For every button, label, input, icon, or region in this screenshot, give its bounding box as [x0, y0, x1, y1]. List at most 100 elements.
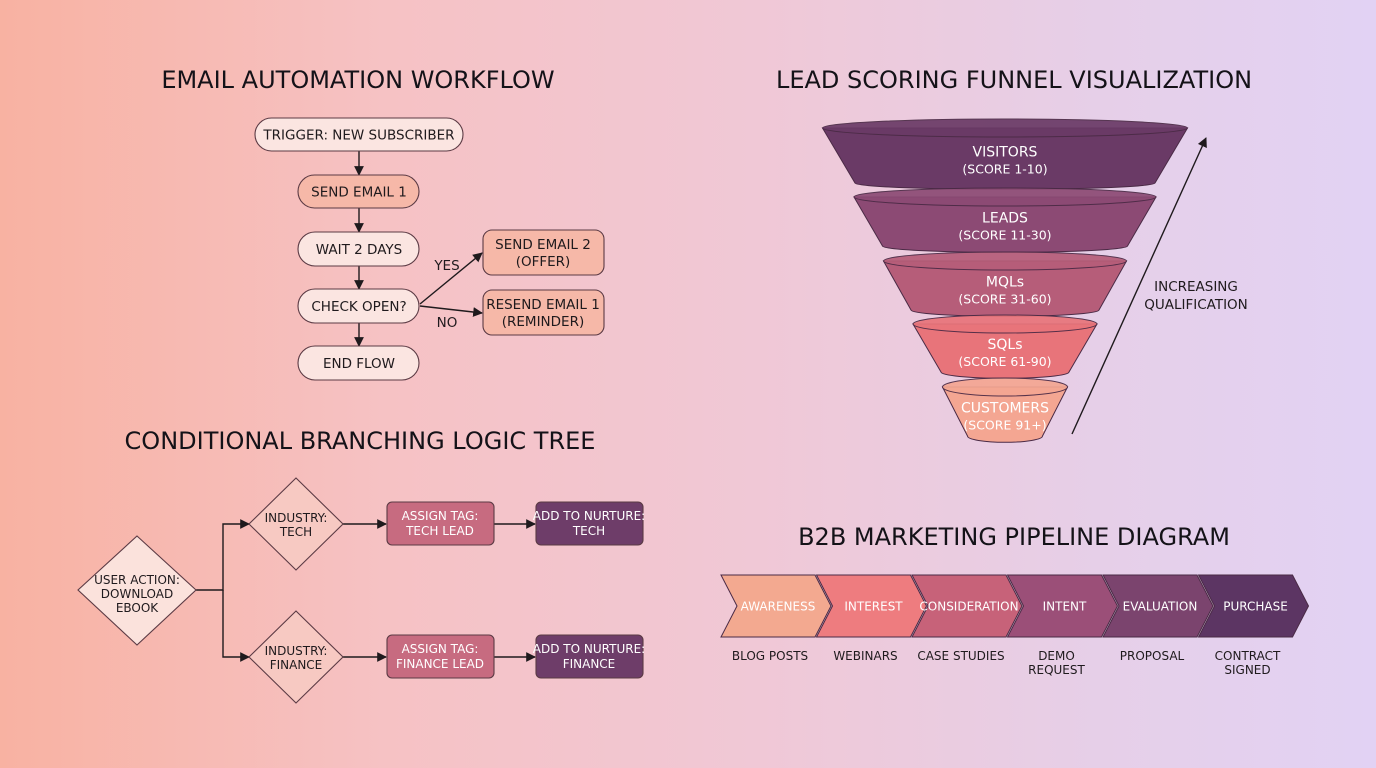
- pipeline-stage-activity: BLOG POSTS: [732, 649, 808, 663]
- root-line3: EBOOK: [116, 601, 159, 615]
- node-send-email-2-line2: (OFFER): [516, 254, 571, 270]
- pipeline-stage-label: INTEREST: [844, 600, 903, 614]
- funnel-stage-label: VISITORS: [973, 145, 1038, 161]
- edge-root-tech: [196, 519, 250, 591]
- funnel-stage-score: (SCORE 11-30): [958, 228, 1051, 243]
- condition-tech-line2: TECH: [279, 525, 312, 539]
- node-send-email-2: SEND EMAIL 2 (OFFER): [482, 229, 605, 276]
- node-resend-email-1-line2: (REMINDER): [502, 314, 584, 330]
- pipeline-stage-activity: DEMO: [1038, 649, 1075, 663]
- funnel-stage-score: (SCORE 1-10): [962, 162, 1047, 177]
- edge-root-finance: [222, 590, 250, 662]
- node-resend-email-1: RESEND EMAIL 1 (REMINDER): [482, 289, 605, 336]
- nurture-tech-line2: TECH: [572, 524, 605, 538]
- pipeline-stage-activity: REQUEST: [1028, 663, 1085, 677]
- node-trigger-label: TRIGGER: NEW SUBSCRIBER: [262, 128, 454, 144]
- root-line2: DOWNLOAD: [101, 587, 173, 601]
- node-send-email-2-line1: SEND EMAIL 2: [495, 237, 591, 253]
- pipeline-section: B2B MARKETING PIPELINE DIAGRAM AWARENESS…: [720, 523, 1310, 677]
- funnel-stage-label: MQLs: [986, 275, 1024, 291]
- funnel-stage-label: CUSTOMERS: [961, 401, 1049, 417]
- nurture-box-tech: ADD TO NURTURE: TECH: [533, 501, 645, 546]
- pipeline-stage-label: PURCHASE: [1223, 600, 1288, 614]
- qualification-arrow: [1071, 137, 1207, 435]
- tag-box-tech: ASSIGN TAG: TECH LEAD: [386, 501, 495, 546]
- edge-check-yes: [419, 252, 483, 305]
- node-check-open: CHECK OPEN?: [297, 288, 420, 324]
- tag-tech-line2: TECH LEAD: [405, 524, 474, 538]
- pipeline-stage-label: AWARENESS: [741, 600, 816, 614]
- condition-tech-line1: INDUSTRY:: [265, 511, 328, 525]
- tag-box-finance: ASSIGN TAG: FINANCE LEAD: [386, 634, 495, 679]
- pipeline-chevron: [815, 574, 928, 638]
- pipeline-stage-label: INTENT: [1043, 600, 1087, 614]
- pipeline-chevron: [1102, 574, 1214, 638]
- tag-finance-line2: FINANCE LEAD: [396, 657, 484, 671]
- funnel-stage-score: (SCORE 91+): [963, 418, 1046, 433]
- pipeline-stage-activity: SIGNED: [1224, 663, 1270, 677]
- pipeline-stage-activity: CONTRACT: [1215, 649, 1281, 663]
- funnel-stage-score: (SCORE 31-60): [958, 292, 1051, 307]
- node-send-email-1: SEND EMAIL 1: [297, 174, 420, 209]
- funnel-stage: LEADS(SCORE 11-30): [853, 187, 1157, 253]
- funnel-stage-rim: [942, 377, 1068, 397]
- funnel-layers: VISITORS(SCORE 1-10)LEADS(SCORE 11-30)MQ…: [821, 118, 1189, 443]
- email-workflow-section: EMAIL AUTOMATION WORKFLOW YES NO TRIGGER…: [161, 66, 605, 381]
- node-check-open-label: CHECK OPEN?: [311, 299, 406, 315]
- node-wait: WAIT 2 DAYS: [297, 231, 420, 267]
- pipeline-chevron: [1197, 574, 1310, 638]
- pipeline-stage: EVALUATION PROPOSAL: [1102, 574, 1214, 663]
- pipeline-stage-label: EVALUATION: [1123, 600, 1198, 614]
- pipeline-stage: AWARENESS BLOG POSTS: [720, 574, 832, 663]
- node-wait-label: WAIT 2 DAYS: [316, 242, 402, 258]
- root-decision-diamond: USER ACTION: DOWNLOAD EBOOK: [77, 535, 197, 646]
- nurture-tech-line1: ADD TO NURTURE:: [533, 509, 645, 523]
- branching-tree-section: CONDITIONAL BRANCHING LOGIC TREE USER AC…: [77, 427, 645, 704]
- pipeline-stage-activity: CASE STUDIES: [917, 649, 1004, 663]
- condition-diamond-tech: INDUSTRY: TECH: [248, 477, 344, 571]
- pipeline-title: B2B MARKETING PIPELINE DIAGRAM: [798, 523, 1230, 551]
- node-end-flow-label: END FLOW: [323, 356, 395, 372]
- nurture-finance-line2: FINANCE: [563, 657, 616, 671]
- tag-finance-line1: ASSIGN TAG:: [402, 642, 479, 656]
- node-trigger: TRIGGER: NEW SUBSCRIBER: [254, 117, 464, 152]
- condition-finance-line2: FINANCE: [270, 658, 323, 672]
- edge-label-yes: YES: [433, 258, 459, 274]
- funnel-stage-rim: [912, 314, 1098, 334]
- edge-check-no: [419, 305, 483, 317]
- pipeline-stage: INTEREST WEBINARS: [815, 574, 928, 663]
- qualification-label-line1: INCREASING: [1154, 279, 1238, 295]
- funnel-stage-rim: [822, 118, 1188, 138]
- funnel-stage-rim: [883, 251, 1127, 271]
- edge-label-no: NO: [437, 315, 458, 331]
- pipeline-stage-activity: PROPOSAL: [1120, 649, 1185, 663]
- node-end-flow: END FLOW: [297, 345, 420, 381]
- qualification-label-line2: QUALIFICATION: [1144, 297, 1248, 313]
- nurture-finance-line1: ADD TO NURTURE:: [533, 642, 645, 656]
- pipeline-chevron: [720, 574, 832, 638]
- lead-funnel-section: LEAD SCORING FUNNEL VISUALIZATION VISITO…: [776, 66, 1252, 443]
- condition-finance-line1: INDUSTRY:: [265, 644, 328, 658]
- pipeline-stages: AWARENESS BLOG POSTS INTEREST WEBINARS CONSI…: [720, 574, 1310, 677]
- pipeline-stage-activity: WEBINARS: [833, 649, 897, 663]
- branching-tree-title: CONDITIONAL BRANCHING LOGIC TREE: [125, 427, 596, 455]
- root-line1: USER ACTION:: [94, 573, 180, 587]
- email-workflow-title: EMAIL AUTOMATION WORKFLOW: [161, 66, 554, 94]
- funnel-stage-label: SQLs: [988, 337, 1023, 353]
- funnel-stage: SQLs(SCORE 61-90): [912, 314, 1098, 379]
- funnel-stage: CUSTOMERS(SCORE 91+): [941, 377, 1069, 443]
- node-resend-email-1-line1: RESEND EMAIL 1: [486, 297, 600, 313]
- nurture-box-finance: ADD TO NURTURE: FINANCE: [533, 634, 645, 679]
- pipeline-chevron: [911, 574, 1023, 638]
- node-send-email-1-label: SEND EMAIL 1: [311, 185, 407, 201]
- condition-diamond-finance: INDUSTRY: FINANCE: [248, 610, 344, 704]
- pipeline-chevron: [1006, 574, 1119, 638]
- funnel-stage-rim: [853, 187, 1157, 207]
- funnel-stage-score: (SCORE 61-90): [958, 354, 1051, 369]
- funnel-stage-body: [941, 386, 1069, 443]
- funnel-stage: MQLs(SCORE 31-60): [882, 251, 1128, 317]
